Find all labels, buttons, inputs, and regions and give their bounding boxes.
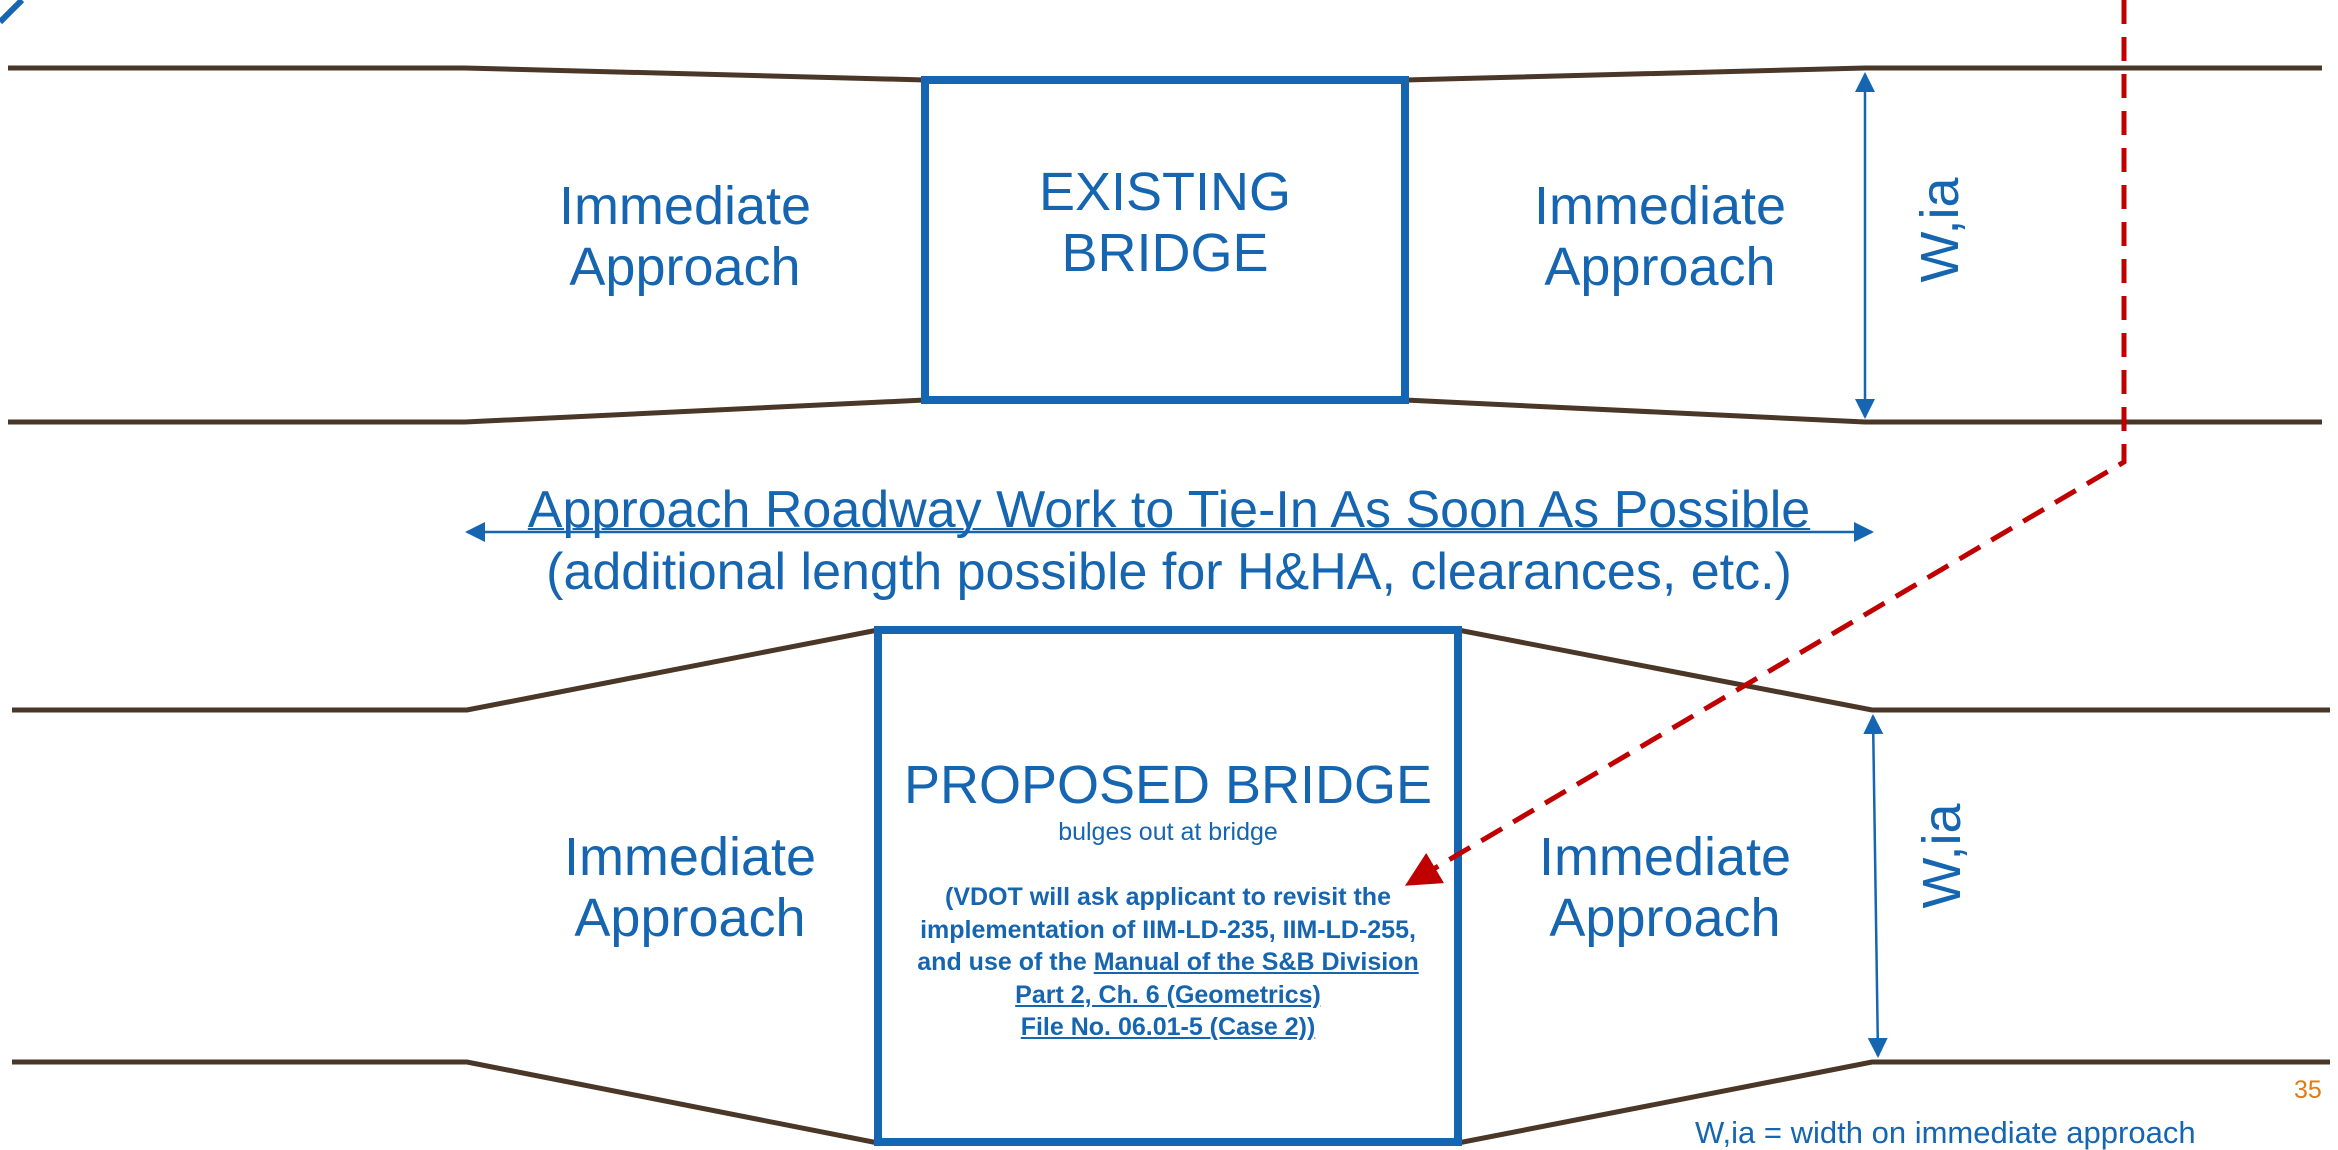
proposed-right-approach-line2: Approach [1549,888,1781,949]
existing-right-approach-line1: Immediate [1533,176,1787,236]
proposed-bridge-note: (VDOT will ask applicant to revisit the … [878,881,1458,1044]
tie-in-headline: Approach Roadway Work to Tie-In As Soon … [527,481,1811,539]
existing-road-bottom-edge-right [1404,397,2322,425]
proposed-width-dimension [1863,714,1888,1058]
existing-road-top-edge [8,65,926,83]
note-line-4[interactable]: Part 2, Ch. 6 (Geometrics) [1015,980,1321,1009]
proposed-road-bottom-edge-right [1457,1059,2330,1146]
proposed-right-approach-label: Immediate Approach [1480,827,1850,949]
page-number: 35 [2294,1076,2322,1104]
existing-bridge-label: EXISTING BRIDGE [980,162,1350,284]
note-line-2: implementation of IIM-LD-235, IIM-LD-255… [920,915,1416,944]
proposed-bridge-subtitle: bulges out at bridge [1058,818,1278,846]
proposed-left-approach-line1: Immediate [563,827,817,887]
proposed-right-approach-line1: Immediate [1538,827,1792,887]
manual-reference-link[interactable]: Manual of the S&B Division [1093,948,1419,976]
width-legend: W,ia = width on immediate approach [1695,1115,2196,1150]
red-dashed-leader [1404,0,2127,887]
existing-bridge-line2: BRIDGE [1061,223,1269,284]
proposed-road-top-edge [12,627,879,713]
existing-left-approach-label: Immediate Approach [500,176,870,298]
proposed-left-approach-line2: Approach [574,888,806,949]
note-line-3: and use of the Manual of the S&B Divisio… [878,946,1458,979]
existing-road-top-edge-right [1404,65,2322,83]
proposed-bridge-box [874,626,1462,1146]
existing-left-approach-line1: Immediate [558,176,812,236]
existing-left-approach-line2: Approach [569,237,801,298]
proposed-road-bottom-edge [12,1059,879,1146]
proposed-left-approach-label: Immediate Approach [505,827,875,949]
existing-right-approach-line2: Approach [1544,237,1776,298]
existing-bridge-line1: EXISTING [1038,162,1292,222]
existing-right-approach-label: Immediate Approach [1475,176,1845,298]
note-line-3-prefix: and use of the [917,948,1094,976]
tie-in-subline: (additional length possible for H&HA, cl… [546,543,1792,601]
existing-bridge-box [921,76,1409,404]
corner-accent [0,0,25,25]
note-line-5[interactable]: File No. 06.01-5 (Case 2)) [1020,1013,1316,1041]
existing-width-label: W,ia [1910,177,1970,283]
note-line-1: (VDOT will ask applicant to revisit the [945,883,1391,911]
proposed-bridge-title: PROPOSED BRIDGE [903,755,1433,815]
proposed-road-top-edge-right [1457,627,2330,713]
proposed-width-label: W,ia [1912,803,1972,909]
existing-road-bottom-edge [8,397,926,425]
